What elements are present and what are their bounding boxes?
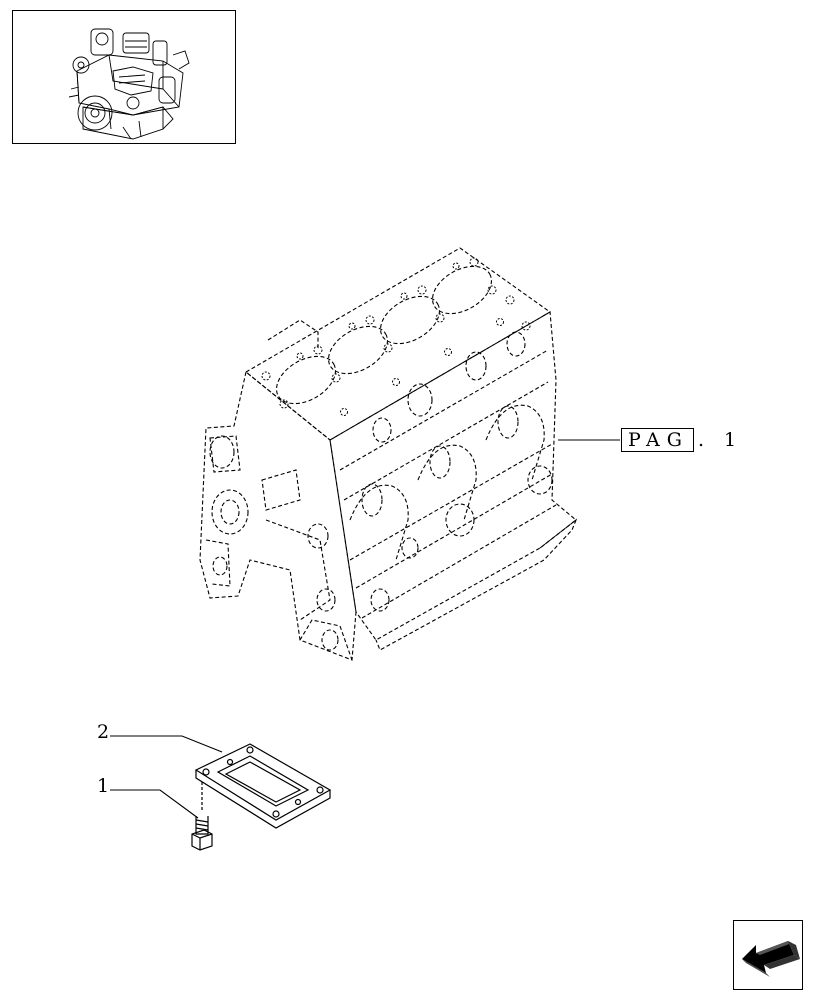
- callout-2-label: 2: [97, 721, 110, 743]
- page-reference[interactable]: PAG . 1: [621, 428, 743, 452]
- callout-1-label: 1: [97, 775, 110, 797]
- engine-overview-thumbnail: [12, 10, 236, 144]
- part-2-gasket: [194, 743, 332, 829]
- engine-block: [199, 247, 578, 661]
- page-reference-box: PAG: [621, 428, 694, 452]
- page-reference-number: . 1: [697, 428, 744, 451]
- back-navigation-button[interactable]: [733, 920, 803, 990]
- engine-thumbnail-icon: [68, 28, 190, 140]
- part-1-bolt: [191, 782, 213, 851]
- callout-2-leader: [110, 735, 223, 753]
- head-bolt-holes: [261, 257, 531, 416]
- back-arrow-icon: [742, 941, 800, 977]
- callout-1-leader: [110, 789, 199, 819]
- cylinder-bores: [275, 265, 493, 405]
